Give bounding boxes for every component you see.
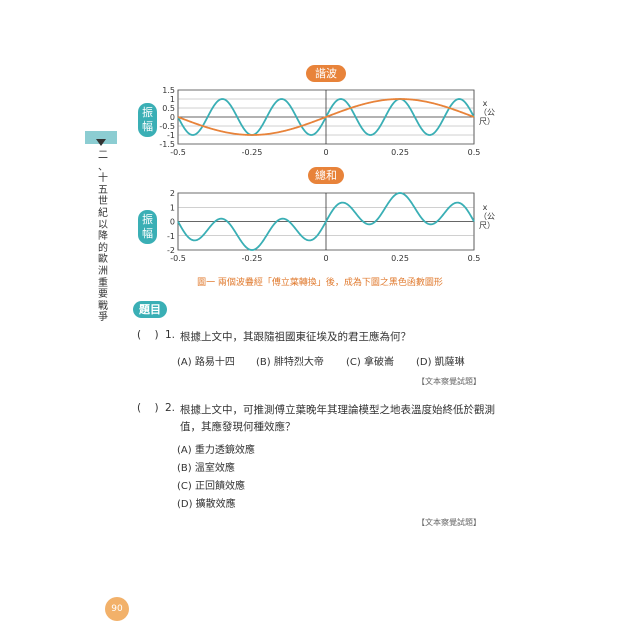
y-tick-label: 1.5: [162, 86, 175, 95]
x-tick-label: -0.5: [170, 148, 186, 157]
question-1-option-d[interactable]: (D) 凱薩琳: [416, 357, 465, 368]
y-tick-label: -2: [167, 246, 175, 255]
question-1-option-a[interactable]: (A) 路易十四: [177, 357, 235, 368]
x-tick-label: -0.5: [170, 254, 186, 263]
question-1-text: 根據上文中，其跟隨祖國東征埃及的君王應為何？: [180, 331, 411, 343]
figure-caption: 圖一 兩個波疊經「傅立葉轉換」後，成為下圖之黑色函數圖形: [197, 278, 443, 288]
y-tick-label: 0: [170, 218, 175, 227]
y-tick-label: -1: [167, 131, 175, 140]
sum-label: 總和: [308, 167, 344, 184]
y-tick-label: 1: [170, 95, 175, 104]
y-tick-label: 1: [170, 203, 175, 212]
y-tick-label: -1: [167, 232, 175, 241]
question-2-option-b[interactable]: (B) 溫室效應: [177, 463, 235, 474]
question-2-option-d[interactable]: (D) 擴散效應: [177, 499, 236, 510]
sum-chart: 2 1 0 -1 -2-0.5 -0.25 0 0.25 0.5: [167, 189, 480, 263]
section-tab: [85, 131, 117, 144]
question-1-paren: ( ): [137, 329, 159, 341]
x-tick-label: 0: [323, 148, 328, 157]
x-unit-label-bottom: x（公尺）: [479, 203, 495, 230]
question-1-number: 1.: [165, 329, 176, 341]
question-1-option-c[interactable]: (C) 拿破崙: [346, 357, 394, 368]
x-tick-label: -0.25: [242, 254, 263, 263]
section-vertical-title: 二、十五世紀以降的歐洲重要戰爭: [98, 150, 108, 324]
amplitude-label-top: 振幅: [138, 103, 157, 137]
question-2-number: 2.: [165, 402, 176, 414]
page-number: 90: [105, 597, 129, 621]
amplitude-label-bottom: 振幅: [138, 210, 157, 244]
harmonics-label: 諧波: [306, 65, 346, 82]
y-tick-label: -0.5: [159, 122, 175, 131]
series-line: [177, 192, 475, 251]
question-2-source: 【文本察覺試題】: [417, 518, 481, 527]
y-tick-label: 0.5: [162, 104, 175, 113]
x-tick-label: 0.25: [391, 254, 409, 263]
question-1-source: 【文本察覺試題】: [417, 377, 481, 386]
triangle-marker-icon: [96, 139, 106, 146]
x-tick-label: 0.25: [391, 148, 409, 157]
x-tick-label: 0: [323, 254, 328, 263]
question-2-option-c[interactable]: (C) 正回饋效應: [177, 481, 245, 492]
x-unit-label-top: x（公尺）: [479, 99, 495, 126]
y-tick-label: -1.5: [159, 140, 175, 149]
y-tick-label: 2: [170, 189, 175, 198]
x-tick-label: 0.5: [468, 254, 481, 263]
question-2-option-a[interactable]: (A) 重力透鏡效應: [177, 445, 255, 456]
question-1-option-b[interactable]: (B) 腓特烈大帝: [256, 357, 324, 368]
question-2-text-line-2: 值，其應發現何種效應？: [180, 421, 296, 433]
questions-header: 題目: [133, 301, 167, 318]
question-2-paren: ( ): [137, 402, 159, 414]
x-tick-label: -0.25: [242, 148, 263, 157]
y-tick-label: 0: [170, 113, 175, 122]
x-tick-label: 0.5: [468, 148, 481, 157]
question-2-text-line-1: 根據上文中，可推測傅立葉晚年其理論模型之地表溫度始終低於觀測: [180, 404, 495, 416]
series-line: [177, 98, 475, 136]
